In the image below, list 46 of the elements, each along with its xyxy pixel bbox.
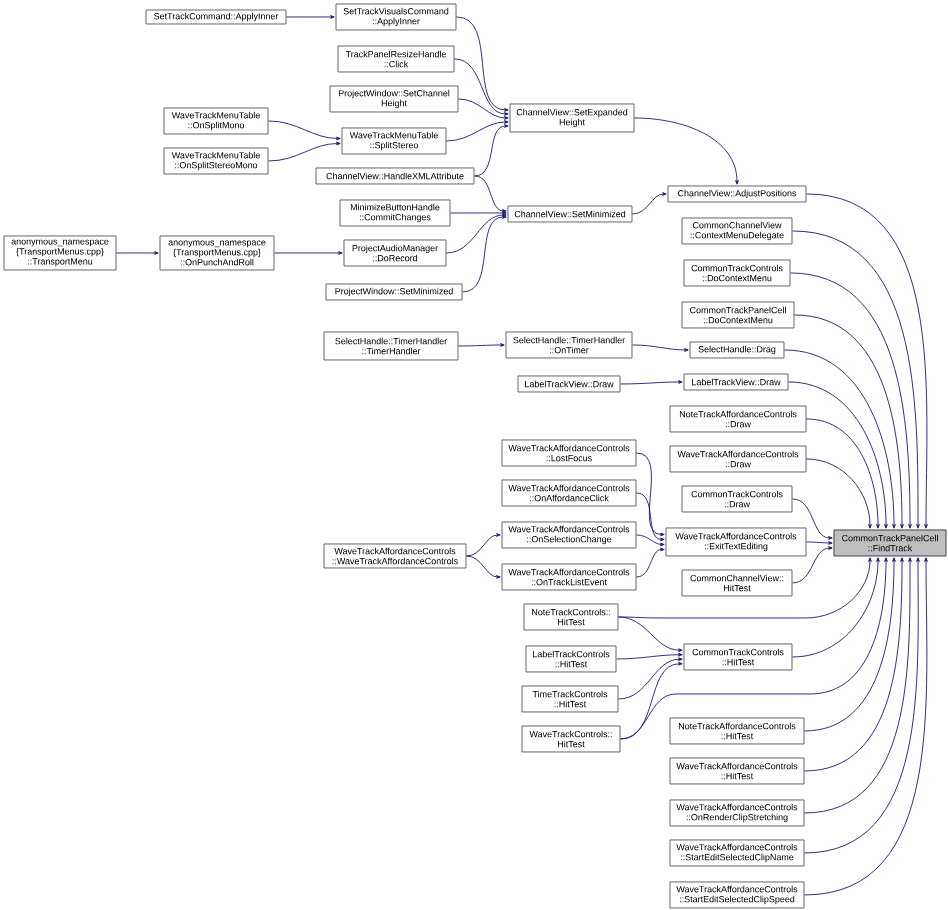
arrow (806, 193, 928, 529)
arrow (454, 58, 509, 116)
arrow (458, 98, 509, 120)
arrow (636, 534, 665, 547)
arrow (620, 557, 888, 740)
arrow (618, 657, 683, 700)
arrow (636, 547, 665, 578)
arrow (618, 557, 872, 619)
arrow (620, 380, 683, 385)
arrow (616, 652, 683, 660)
arrow (450, 211, 507, 215)
arrow (792, 498, 833, 540)
arrow (792, 557, 880, 658)
arrow (804, 557, 920, 854)
arrow (804, 557, 928, 896)
arrow (788, 381, 888, 529)
arrow (636, 452, 665, 537)
arrow (806, 418, 880, 529)
arrow (446, 213, 507, 254)
arrow (784, 349, 896, 529)
arrow (804, 557, 912, 814)
arrow (268, 141, 341, 162)
arrow (792, 546, 833, 584)
arrow (790, 272, 912, 529)
arrow (794, 314, 904, 529)
arrow (804, 557, 896, 732)
arrow (446, 120, 509, 142)
arrow (274, 251, 343, 255)
arrow (462, 215, 507, 293)
arrow (636, 492, 665, 542)
arrow (632, 192, 667, 215)
arrow (632, 344, 689, 352)
arrow (268, 120, 341, 141)
arrow (466, 533, 501, 557)
arrow (466, 555, 501, 579)
arrow (792, 230, 920, 529)
arrow (474, 124, 509, 177)
arrow (806, 458, 872, 529)
arrow (474, 175, 507, 213)
arrow (806, 541, 833, 545)
arrow (286, 15, 335, 19)
arrow (456, 16, 509, 112)
arrow (116, 251, 159, 255)
arrow (458, 343, 505, 347)
arrow (634, 117, 739, 185)
arrow (804, 557, 904, 772)
